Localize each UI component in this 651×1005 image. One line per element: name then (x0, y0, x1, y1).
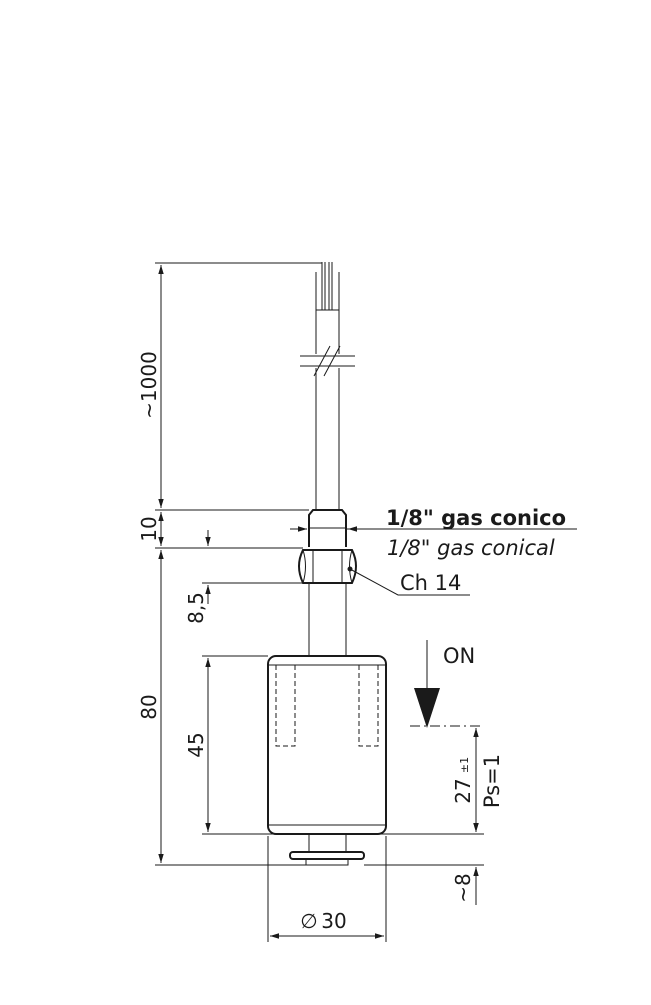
dim-switch-tolerance: ±1 (458, 757, 471, 773)
dim-bottom-length: ~8 (451, 873, 475, 902)
dim-overall-length: 80 (137, 694, 161, 719)
cable (300, 262, 355, 510)
thread-fitting (308, 509, 347, 547)
dim-float-height: 45 (184, 732, 208, 757)
dim-diameter-value: 30 (321, 909, 346, 933)
dim-cable-length: ~1000 (137, 351, 161, 419)
dim-thread-length: 10 (137, 516, 161, 541)
wrench-size-label: Ch 14 (400, 571, 461, 595)
thread-label-italian: 1/8" gas conico (386, 506, 566, 530)
hex-nut (298, 549, 357, 584)
float-body (267, 655, 387, 835)
diameter-dimension (267, 836, 387, 942)
dim-nut-height: 8,5 (184, 592, 208, 624)
wrench-leader (347, 566, 470, 596)
on-direction-arrow (414, 640, 440, 728)
thread-label-english: 1/8" gas conical (387, 536, 555, 560)
left-dimensions (155, 262, 386, 866)
ps-label: Ps=1 (480, 754, 504, 808)
on-label: ON (443, 644, 475, 668)
stem (308, 583, 347, 656)
dim-switch-point: 27 (451, 778, 475, 803)
bottom-stop (289, 834, 365, 866)
right-dimensions (364, 725, 484, 905)
dim-diameter-symbol: ∅ (300, 909, 317, 933)
